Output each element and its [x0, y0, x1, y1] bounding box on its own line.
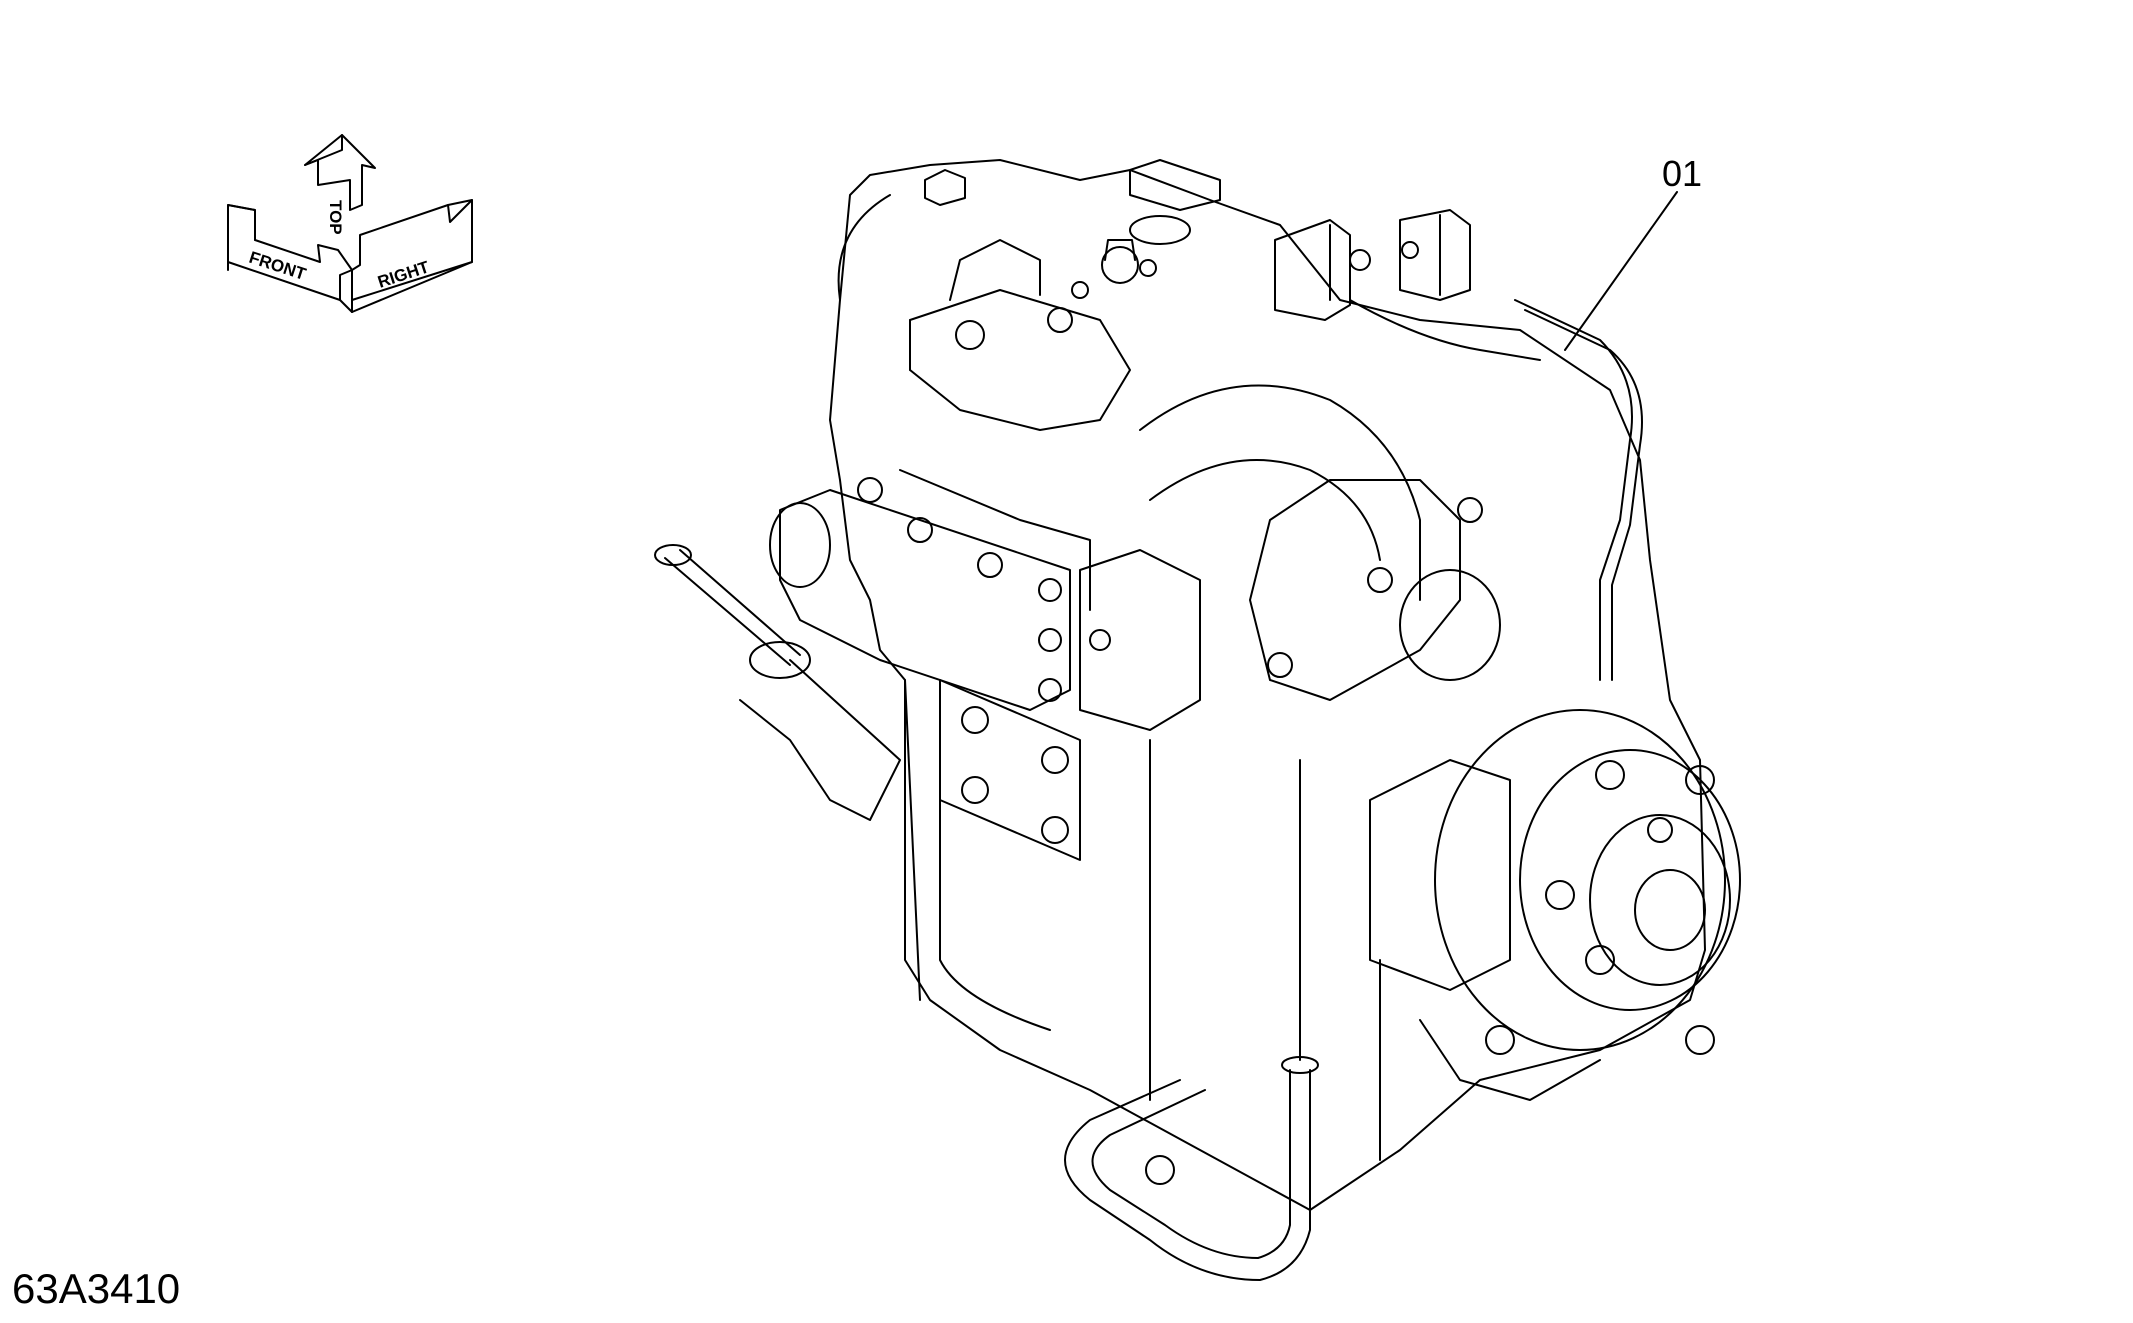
figure-id: 63A3410: [12, 1265, 181, 1312]
callout-01-leader: [1565, 192, 1677, 350]
top-arrow-icon: [305, 135, 375, 210]
transmission-assembly: [655, 160, 1740, 1280]
orientation-indicator: [228, 135, 472, 312]
right-arrow-icon: [352, 200, 472, 300]
top-label: TOP: [326, 200, 345, 235]
callout-01-label: 01: [1662, 153, 1703, 194]
right-label: RIGHT: [375, 257, 432, 292]
